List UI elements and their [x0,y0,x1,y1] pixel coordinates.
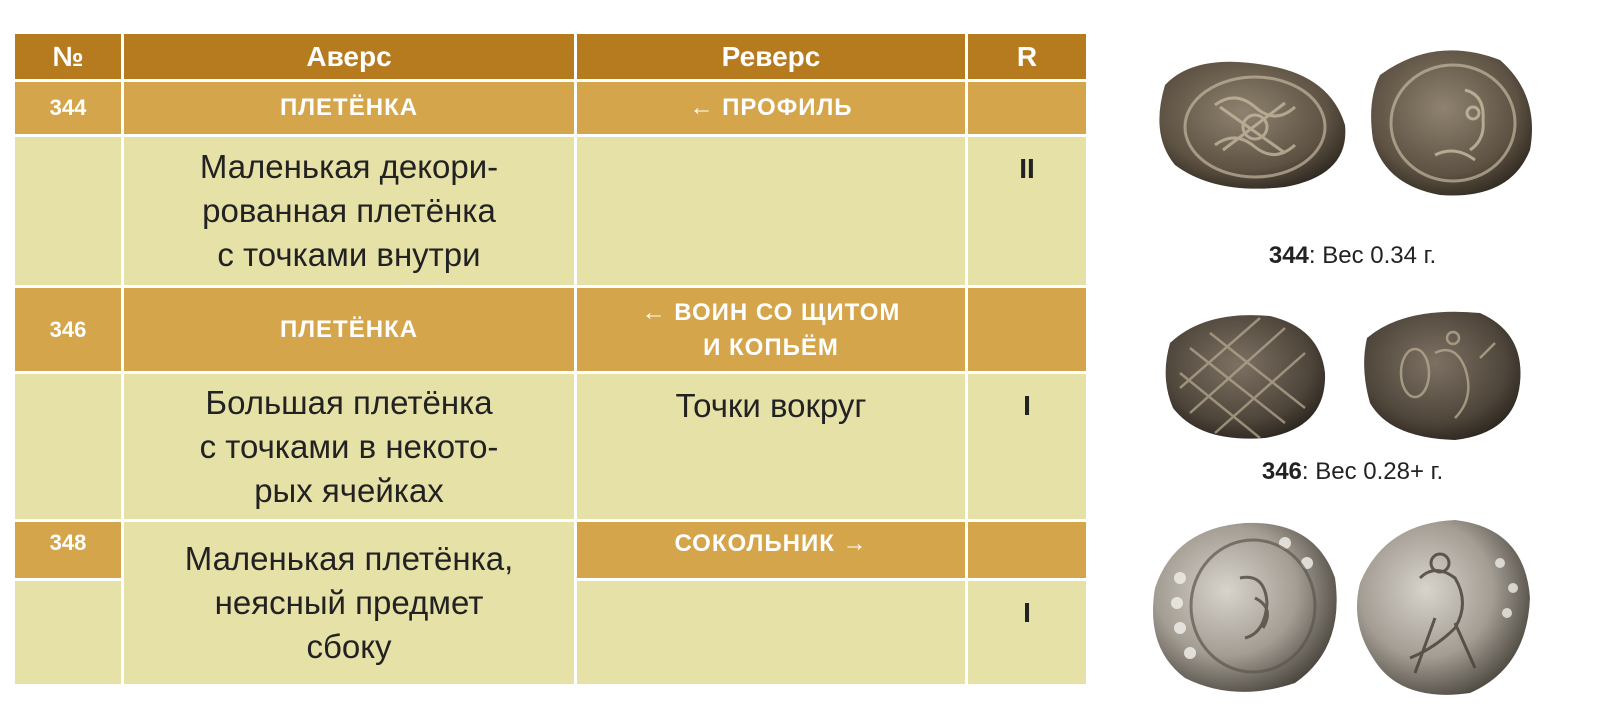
entry-344-number-blank [15,137,121,285]
entry-346-rarity: I [968,374,1086,519]
header-obverse: Аверс [124,34,574,79]
coin-348-obverse [1153,522,1337,692]
coin-346-caption: 346: Вес 0.28+ г. [1105,458,1600,486]
header-number: № [15,34,121,79]
description-line: Маленькая декори- [199,148,499,185]
entry-344-obverse-description: Маленькая декори- рованная плетёнка с то… [124,137,574,285]
header-rarity: R [968,34,1086,79]
entry-346-obverse-description: Большая плетёнка с точками в некото- рых… [124,374,574,519]
coin-344-reverse [1371,50,1532,196]
entry-344-number: 344 [15,82,121,134]
entry-348-rarity-band [968,522,1086,578]
coin-348-image [1153,520,1530,695]
description-line: с точками в некото- [199,427,499,465]
entry-346-number: 346 [15,288,121,371]
entry-346-number-blank [15,374,121,519]
entry-346-rarity-band [968,288,1086,371]
description-line: сбоку [306,628,392,665]
coin-348-photos [1135,508,1585,708]
description-line: рованная плетёнка [202,192,496,229]
description-line: с точками внутри [217,236,481,273]
entry-344-obverse-type: ПЛЕТЁНКА [124,82,574,134]
entry-344-reverse-description [577,137,965,285]
coin-344-caption: 344: Вес 0.34 г. [1105,242,1600,270]
reverse-type-line: И КОПЬЁМ [703,333,839,361]
entry-348-reverse-description [577,581,965,684]
entry-344-reverse-type: ← ПРОФИЛЬ [577,82,965,134]
entry-348-number-blank [15,581,121,684]
coin-346-caption-weight: : Вес 0.28+ г. [1301,458,1444,485]
entry-348-rarity: I [968,581,1086,684]
coin-346-photos [1135,298,1585,448]
coin-346-caption-number: 346 [1261,458,1302,485]
coin-348-reverse [1356,520,1530,695]
entry-344-rarity-band [968,82,1086,134]
entry-348-reverse-type: СОКОЛЬНИК → [577,522,965,578]
coin-catalog-table: № Аверс Реверс R 344 ПЛЕТЁНКА ← ПРОФИЛЬ … [15,34,1086,684]
header-reverse: Реверс [577,34,965,79]
coin-344-photos [1135,35,1585,205]
coin-photos-panel: 344: Вес 0.34 г. [1105,30,1600,712]
description-line: неясный предмет [214,584,484,621]
coin-344-caption-number: 344 [1268,242,1309,269]
coin-344-image [1159,50,1532,196]
reverse-type-line: ← ВОИН СО ЩИТОМ [641,298,901,326]
entry-346-reverse-description: Точки вокруг [577,374,965,519]
description-line: Маленькая плетёнка, [184,540,514,577]
entry-346-reverse-type: ← ВОИН СО ЩИТОМ И КОПЬЁМ [577,288,965,371]
entry-348-obverse-description: Маленькая плетёнка, неясный предмет сбок… [124,522,574,684]
coin-344-caption-weight: : Вес 0.34 г. [1308,242,1437,269]
coin-346-reverse [1364,311,1521,440]
description-line: рых ячейках [254,471,444,509]
entry-346-obverse-type: ПЛЕТЁНКА [124,288,574,371]
entry-344-rarity: II [968,137,1086,285]
coin-346-obverse [1165,315,1326,439]
description-line: Большая плетёнка [205,383,493,421]
coin-344-obverse [1159,61,1346,189]
coin-346-image [1165,311,1521,440]
entry-348-number: 348 [15,522,121,578]
